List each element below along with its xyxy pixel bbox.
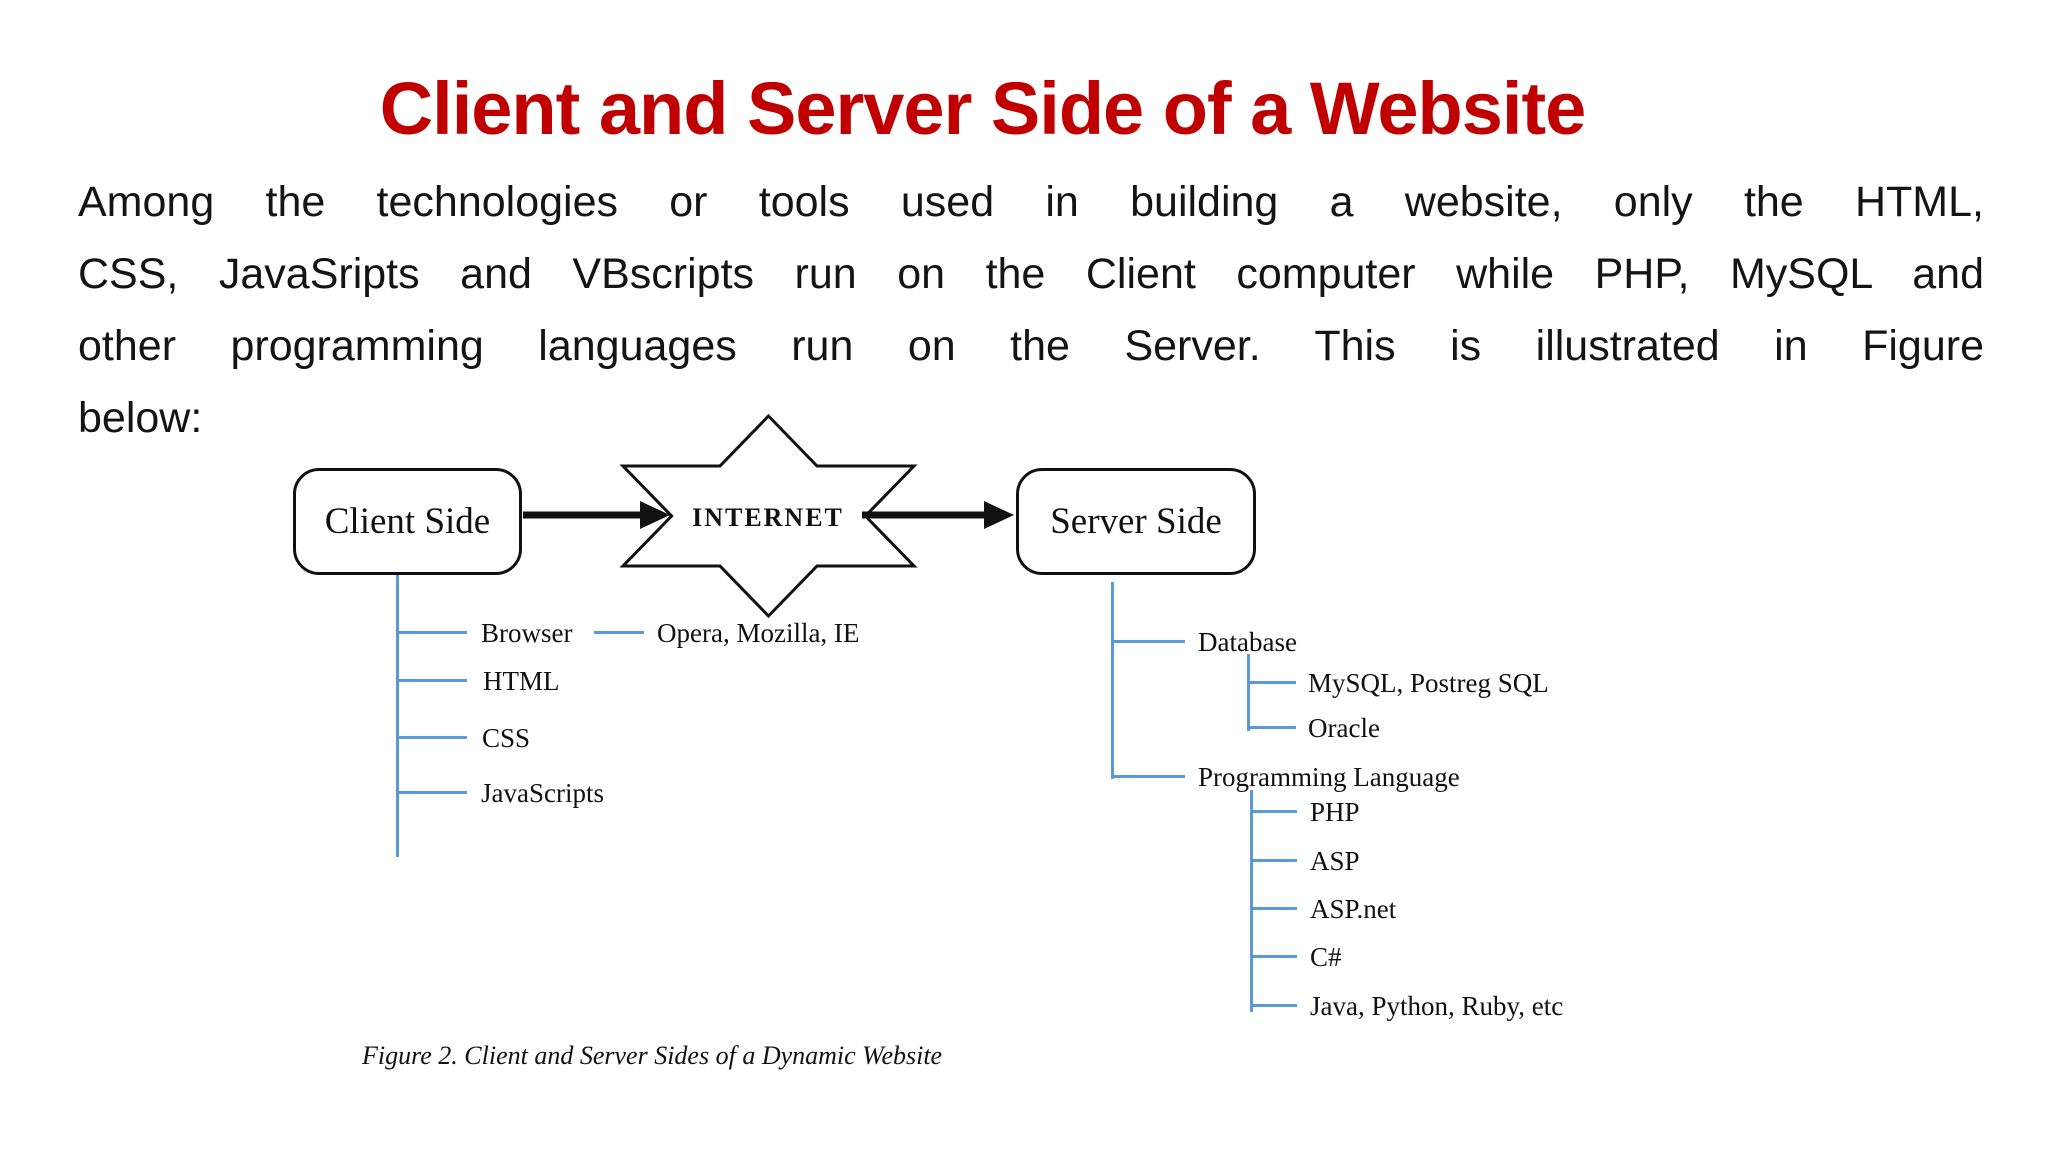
- client-tree-item-css: CSS: [482, 723, 531, 753]
- programming-item-php: PHP: [1310, 797, 1360, 827]
- server-tree-branch-database: [1112, 640, 1185, 643]
- client-tree-branch-html: [396, 679, 467, 682]
- server-tree-branch-programming: [1112, 775, 1185, 778]
- paragraph-line: CSS, JavaSripts and VBscripts run on the…: [78, 250, 1984, 298]
- server-side-box: Server Side: [1016, 468, 1256, 575]
- browser-examples-label: Opera, Mozilla, IE: [657, 618, 860, 648]
- programming-branch-java: [1250, 1004, 1297, 1007]
- programming-item-csharp: C#: [1310, 942, 1342, 972]
- paragraph-line: other programming languages run on the S…: [78, 322, 1984, 370]
- client-tree-vline: [396, 575, 399, 857]
- page-title: Client and Server Side of a Website: [379, 67, 1587, 150]
- client-tree-item-html: HTML: [483, 666, 560, 696]
- programming-branch-asp: [1250, 859, 1297, 862]
- client-tree-branch-browser: [396, 631, 467, 634]
- programming-item-asp: ASP: [1310, 846, 1360, 876]
- figure-caption: Figure 2. Client and Server Sides of a D…: [362, 1041, 943, 1070]
- programming-item-aspnet: ASP.net: [1310, 894, 1397, 924]
- paragraph-line: Among the technologies or tools used in …: [78, 178, 1984, 226]
- client-tree-branch-javascripts: [396, 791, 467, 794]
- intro-paragraph: Among the technologies or tools used in …: [78, 166, 1984, 454]
- database-branch-oracle: [1247, 726, 1296, 729]
- server-side-label: Server Side: [1050, 501, 1222, 542]
- client-tree-item-browser: Browser: [481, 618, 573, 648]
- client-to-internet-arrow: [523, 501, 670, 529]
- internet-to-server-arrow: [862, 501, 1014, 529]
- database-branch-mysql: [1247, 681, 1296, 684]
- programming-branch-csharp: [1250, 955, 1297, 958]
- database-item-oracle: Oracle: [1308, 713, 1380, 743]
- client-tree-item-javascripts: JavaScripts: [481, 778, 604, 808]
- database-subtree-vline: [1247, 654, 1250, 731]
- server-tree-vline: [1111, 582, 1114, 779]
- client-tree-branch-css: [396, 736, 467, 739]
- server-tree-item-database: Database: [1198, 627, 1297, 657]
- paragraph-line: below:: [78, 394, 203, 442]
- internet-label: INTERNET: [692, 503, 844, 532]
- programming-branch-php: [1250, 810, 1297, 813]
- server-tree-item-programming-language: Programming Language: [1198, 762, 1460, 792]
- client-side-box: Client Side: [293, 468, 522, 575]
- database-item-mysql: MySQL, Postreg SQL: [1308, 668, 1549, 698]
- programming-branch-aspnet: [1250, 907, 1297, 910]
- client-side-label: Client Side: [324, 501, 491, 542]
- programming-item-java-python-ruby: Java, Python, Ruby, etc: [1310, 991, 1564, 1021]
- browser-examples-connector: [594, 631, 644, 634]
- programming-subtree-vline: [1250, 790, 1253, 1012]
